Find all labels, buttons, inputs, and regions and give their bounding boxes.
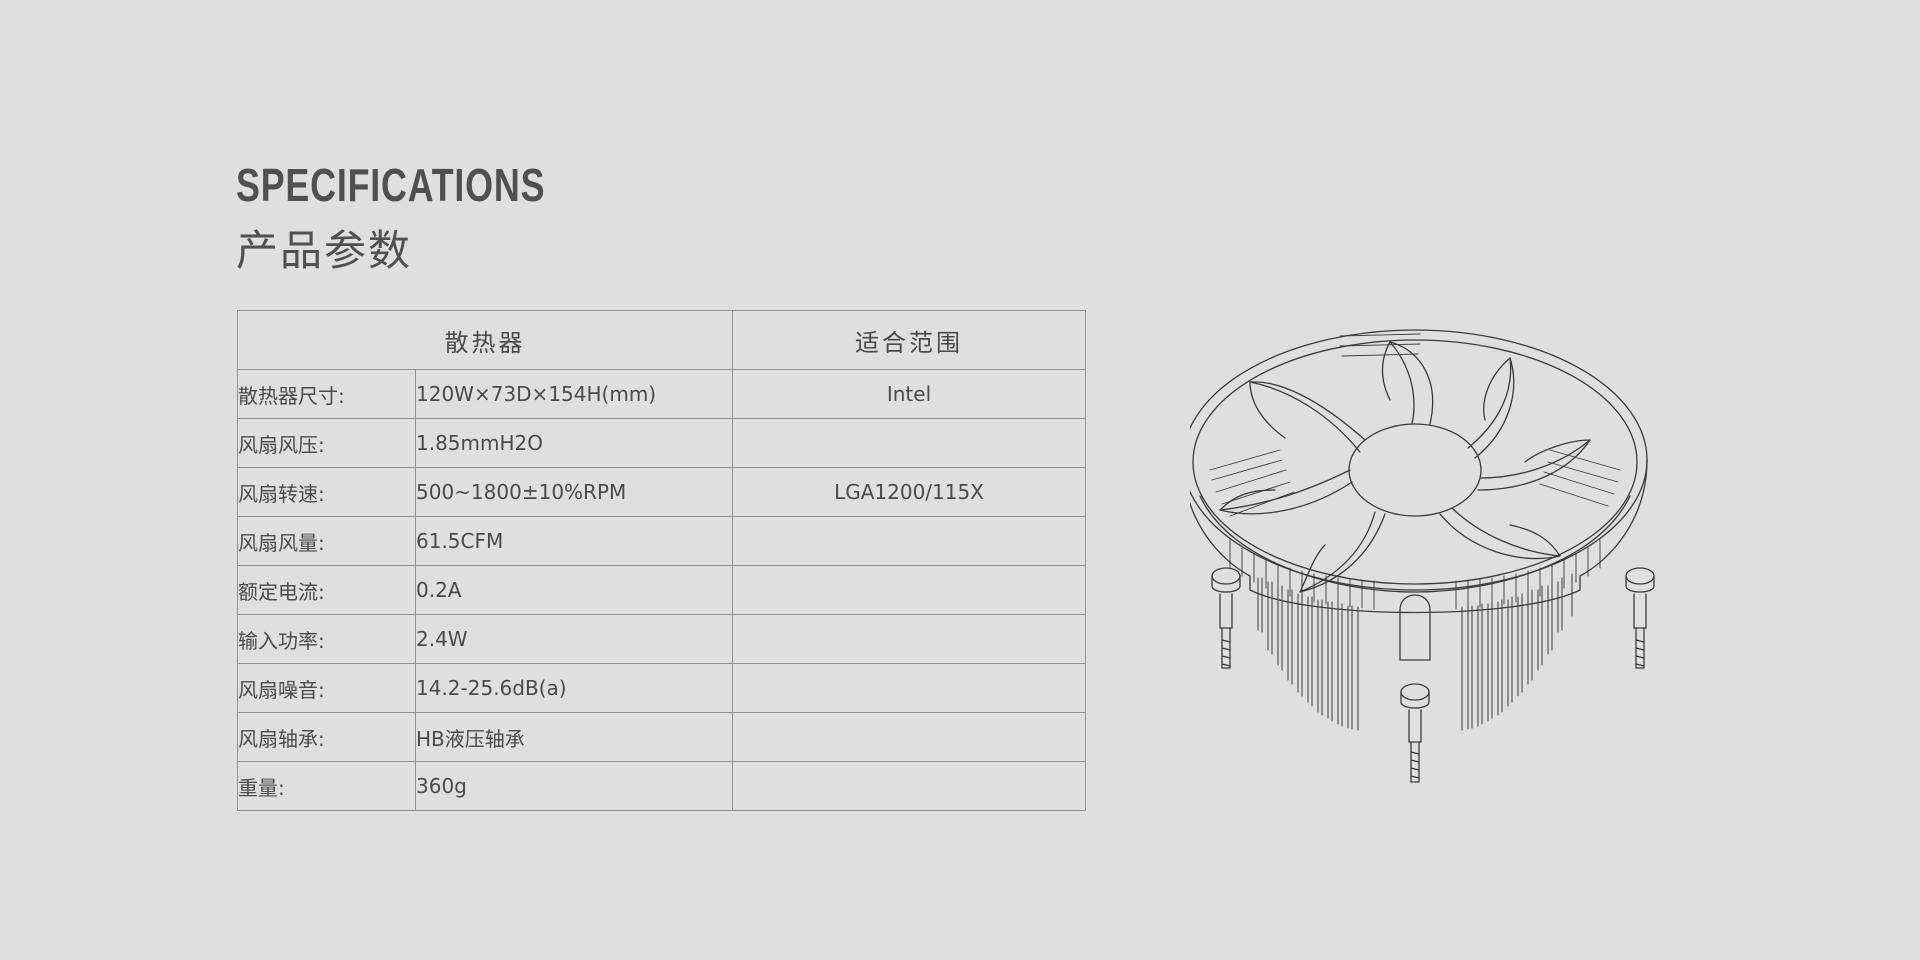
row-value: 2.4W — [415, 614, 733, 664]
row-value: 61.5CFM — [415, 516, 733, 566]
table-row: 风扇噪音: 14.2-25.6dB(a) — [237, 663, 1086, 713]
row-compat — [732, 614, 1086, 664]
cpu-cooler-icon — [1182, 329, 1655, 783]
table-row: 重量: 360g — [237, 761, 1086, 811]
row-value: 120W×73D×154H(mm) — [415, 369, 733, 419]
row-compat: Intel — [732, 369, 1086, 419]
row-label: 散热器尺寸: — [237, 369, 416, 419]
row-label: 风扇噪音: — [237, 663, 416, 713]
row-label: 额定电流: — [237, 565, 416, 615]
row-compat — [732, 663, 1086, 713]
table-row: 风扇风量: 61.5CFM — [237, 516, 1086, 566]
fan-hub — [1348, 423, 1482, 517]
row-compat: LGA1200/115X — [732, 467, 1086, 517]
table-row: 散热器尺寸: 120W×73D×154H(mm) Intel — [237, 369, 1086, 419]
table-row: 风扇风压: 1.85mmH2O — [237, 418, 1086, 468]
shroud-grille — [1229, 539, 1601, 610]
row-label: 风扇转速: — [237, 467, 416, 517]
spec-table-header-row: 散热器 适合范围 — [237, 310, 1086, 370]
table-row: 输入功率: 2.4W — [237, 614, 1086, 664]
row-label: 风扇风量: — [237, 516, 416, 566]
row-compat — [732, 418, 1086, 468]
row-label: 重量: — [237, 761, 416, 811]
row-label: 风扇风压: — [237, 418, 416, 468]
table-row: 风扇转速: 500~1800±10%RPM LGA1200/115X — [237, 467, 1086, 517]
cpu-cooler-illustration — [1182, 320, 1670, 800]
fan-blades — [1219, 341, 1591, 593]
row-compat — [732, 516, 1086, 566]
pushpin-front — [1399, 594, 1431, 783]
page-title-cn: 产品参数 — [236, 226, 413, 275]
pushpin-left — [1211, 567, 1241, 669]
row-value: 360g — [415, 761, 733, 811]
row-value: 0.2A — [415, 565, 733, 615]
row-value: 1.85mmH2O — [415, 418, 733, 468]
row-value: 500~1800±10%RPM — [415, 467, 733, 517]
heatsink-fins — [1257, 573, 1573, 731]
row-label: 输入功率: — [237, 614, 416, 664]
table-row: 额定电流: 0.2A — [237, 565, 1086, 615]
row-label: 风扇轴承: — [237, 712, 416, 762]
page-title-en: SPECIFICATIONS — [236, 159, 546, 211]
header-heatsink: 散热器 — [237, 310, 733, 370]
row-value: HB液压轴承 — [415, 712, 733, 762]
guide-vanes — [1209, 333, 1621, 517]
header-compat: 适合范围 — [732, 310, 1086, 370]
table-row: 风扇轴承: HB液压轴承 — [237, 712, 1086, 762]
spec-table: 散热器 适合范围 散热器尺寸: 120W×73D×154H(mm) Intel … — [237, 310, 1086, 811]
pushpin-right — [1625, 567, 1655, 669]
row-compat — [732, 565, 1086, 615]
row-compat — [732, 761, 1086, 811]
row-value: 14.2-25.6dB(a) — [415, 663, 733, 713]
row-compat — [732, 712, 1086, 762]
